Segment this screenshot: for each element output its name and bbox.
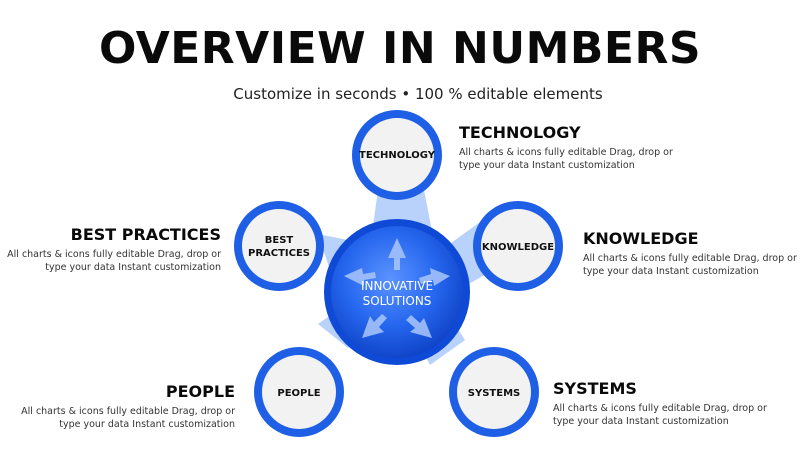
hub-arrows [344,238,450,338]
callout-systems: SYSTEMS All charts & icons fully editabl… [553,379,768,428]
node-label-people: PEOPLE [277,388,320,399]
callout-text-best-practices: All charts & icons fully editable Drag, … [7,249,221,273]
node-people: PEOPLE [254,347,344,437]
node-best-practices: BEST PRACTICES [234,201,324,291]
callout-best-practices: BEST PRACTICES All charts & icons fully … [6,225,221,274]
node-systems: SYSTEMS [449,347,539,437]
callout-heading-people: PEOPLE [165,382,235,401]
callout-heading-knowledge: KNOWLEDGE [583,229,699,248]
hub-label-line2: SOLUTIONS [363,294,432,308]
callout-people: PEOPLE All charts & icons fully editable… [20,382,235,431]
hub-label-line1: INNOVATIVE [361,279,433,293]
node-knowledge: KNOWLEDGE [473,201,563,291]
node-label-systems: SYSTEMS [468,388,520,399]
node-label-knowledge: KNOWLEDGE [482,242,554,253]
node-label-practices: PRACTICES [248,248,310,259]
callout-text-knowledge: All charts & icons fully editable Drag, … [583,253,797,277]
node-label-technology: TECHNOLOGY [359,150,436,161]
node-label-best: BEST [265,235,294,246]
hub: INNOVATIVE SOLUTIONS [324,219,470,365]
callout-text-systems: All charts & icons fully editable Drag, … [553,403,767,427]
callout-technology: TECHNOLOGY All charts & icons fully edit… [459,123,674,172]
callout-heading-technology: TECHNOLOGY [459,123,581,142]
callout-knowledge: KNOWLEDGE All charts & icons fully edita… [583,229,798,278]
callout-heading-systems: SYSTEMS [553,379,637,398]
callout-heading-best-practices: BEST PRACTICES [70,225,221,244]
callout-text-people: All charts & icons fully editable Drag, … [21,406,235,430]
node-technology: TECHNOLOGY [352,110,442,200]
page-title: OVERVIEW IN NUMBERS [98,23,702,74]
page-subtitle: Customize in seconds • 100 % editable el… [233,85,603,103]
callout-text-technology: All charts & icons fully editable Drag, … [459,147,673,171]
